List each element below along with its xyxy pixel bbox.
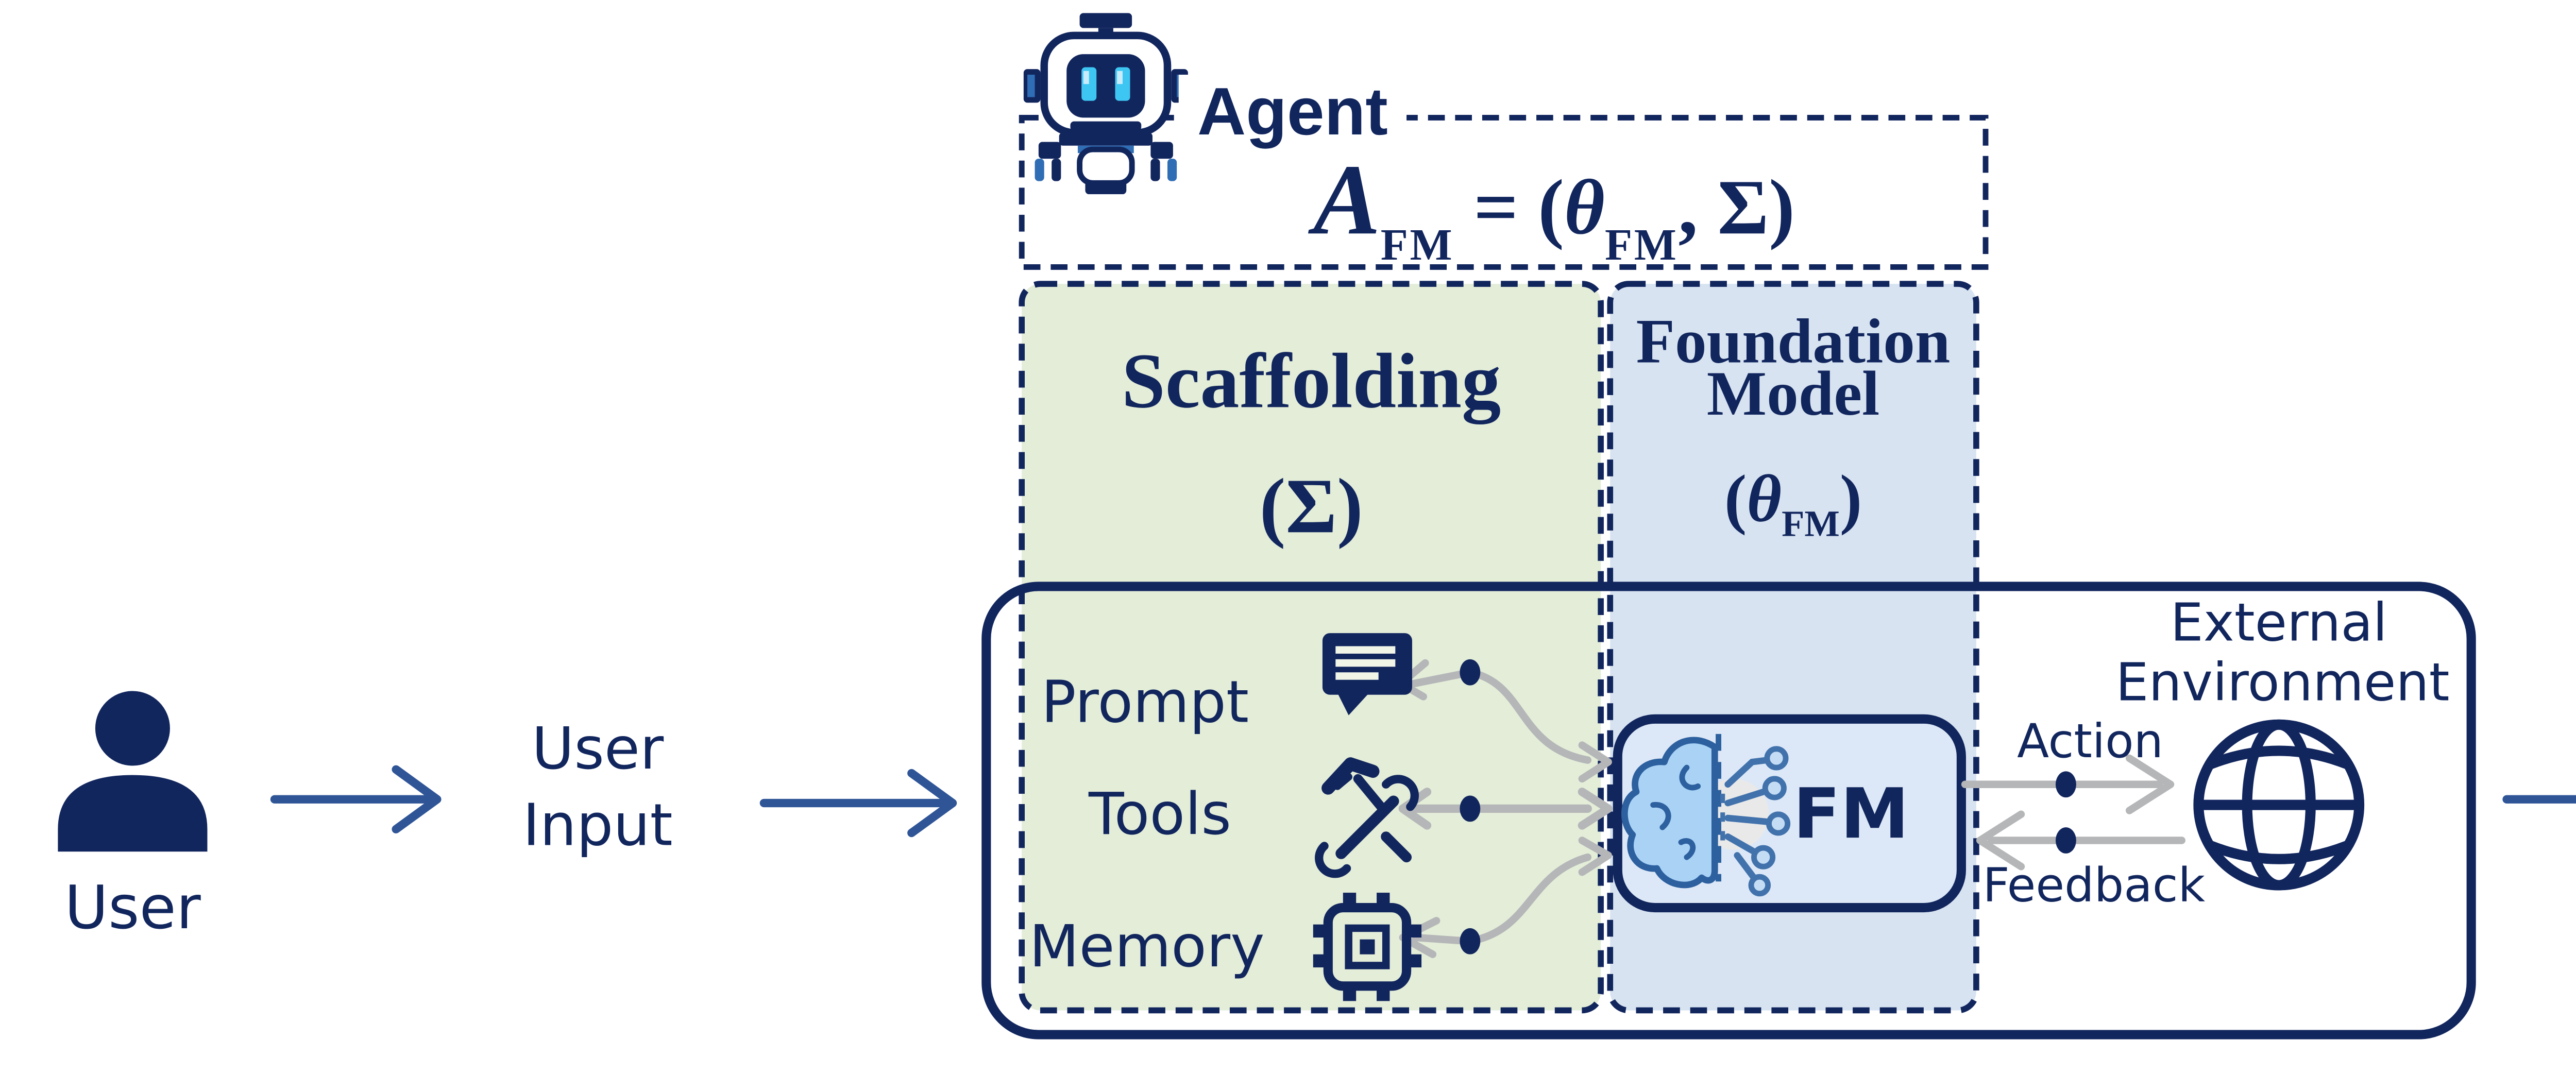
- chip-icon: [1313, 893, 1422, 1001]
- formula-theta: θ: [1564, 166, 1605, 252]
- scaffolding-item-tools: Tools: [1089, 781, 1231, 849]
- scaffolding-item-prompt: Prompt: [1041, 669, 1249, 737]
- external-environment-line1: External: [2170, 592, 2387, 654]
- user-icon: [58, 691, 208, 852]
- hammer-wrench-icon: [1315, 757, 1419, 878]
- scaffolding-title: Scaffolding: [1122, 339, 1501, 426]
- scaffolding-box: [1019, 281, 1604, 1014]
- feedback-arrow: [1976, 810, 2185, 871]
- feedback-label: Feedback: [1982, 858, 2206, 913]
- scaffolding-item-memory: Memory: [1029, 914, 1265, 982]
- chat-bubble-icon: [1322, 633, 1412, 715]
- fm-param-sub: FM: [1782, 504, 1840, 545]
- user-input-line1: User: [532, 716, 664, 783]
- agent-formula: AFM = (θFM, Σ): [1313, 142, 1795, 273]
- fm-param-theta: θ: [1747, 461, 1782, 536]
- action-label: Action: [2017, 714, 2163, 769]
- formula-end: , Σ): [1678, 166, 1795, 252]
- globe-icon: [2193, 719, 2365, 891]
- formula-theta-sub: FM: [1604, 222, 1679, 271]
- foundation-param: (θFM): [1724, 465, 1862, 543]
- formula-equals: = (: [1454, 166, 1564, 252]
- brain-circuit-icon: [1621, 734, 1791, 897]
- connector-dots: [1460, 659, 2076, 954]
- tools-connector: [1398, 788, 1613, 830]
- input-to-agent-arrow: [759, 769, 957, 838]
- external-environment-line2: Environment: [2115, 652, 2450, 713]
- fm-label: FM: [1793, 774, 1909, 855]
- user-label: User: [64, 872, 201, 943]
- user-to-input-arrow: [270, 765, 442, 833]
- foundation-title-line1: Foundation: [1636, 308, 1951, 378]
- runtime-outer-box: [981, 582, 2476, 1039]
- formula-script-a: A: [1313, 144, 1381, 256]
- agent-to-output-arrow: [2502, 795, 2576, 804]
- user-input-line2: Input: [522, 793, 673, 860]
- fm-param-close: ): [1839, 461, 1862, 536]
- formula-a-sub: FM: [1380, 222, 1454, 271]
- foundation-title-line2: Model: [1706, 360, 1880, 430]
- robot-icon: [1023, 13, 1188, 195]
- fm-param-open: (: [1724, 461, 1747, 536]
- agent-title: Agent: [1178, 75, 1407, 150]
- scaffolding-param: (Σ): [1259, 465, 1363, 551]
